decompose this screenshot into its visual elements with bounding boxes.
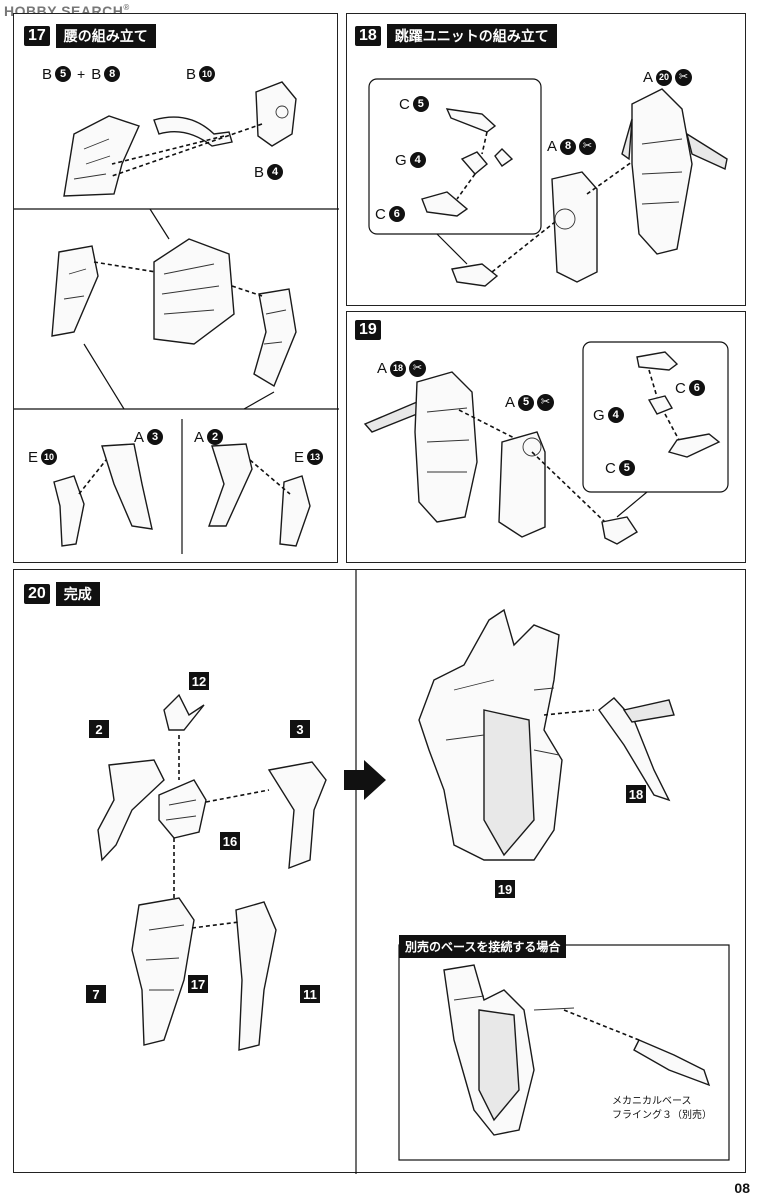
step-number: 17 xyxy=(24,26,50,46)
part-label-19: 19 xyxy=(495,880,515,898)
step20-heading: 20 完成 xyxy=(24,582,100,606)
part-label-17: 17 xyxy=(188,975,208,993)
step-number: 20 xyxy=(24,584,50,604)
part-label-11: 11 xyxy=(300,985,320,1003)
part-label-7: 7 xyxy=(86,985,106,1003)
step-number: 18 xyxy=(355,26,381,46)
step-title: 腰の組み立て xyxy=(55,24,156,48)
base-note: メカニカルベース フライング３（別売） xyxy=(612,1096,712,1121)
step-number: 19 xyxy=(355,320,381,340)
nipper-icon: ✂ xyxy=(537,394,555,411)
step19-heading: 19 xyxy=(355,320,381,340)
part-label-12: 12 xyxy=(189,672,209,690)
part-label-18: 18 xyxy=(626,785,646,803)
step17-heading: 17 腰の組み立て xyxy=(24,24,156,48)
nipper-icon: ✂ xyxy=(579,138,597,155)
step20-illustration xyxy=(97,570,730,1174)
step-title: 跳躍ユニットの組み立て xyxy=(386,24,557,48)
page-number: 08 xyxy=(734,1180,750,1196)
nipper-icon: ✂ xyxy=(409,360,427,377)
step-title: 完成 xyxy=(55,582,100,606)
step19-illustration xyxy=(363,341,729,545)
step17-illustration xyxy=(14,81,339,554)
part-label-2: 2 xyxy=(89,720,109,738)
nipper-icon: ✂ xyxy=(675,69,693,86)
base-box-title: 別売のベースを接続する場合 xyxy=(399,935,567,958)
part-label-16: 16 xyxy=(220,832,240,850)
next-arrow-icon xyxy=(344,760,386,800)
step20-panel: 20 完成 12 2 3 16 7 17 1 xyxy=(13,569,746,1174)
step18-heading: 18 跳躍ユニットの組み立て xyxy=(355,24,557,48)
step18-illustration xyxy=(368,78,728,287)
part-label-3: 3 xyxy=(290,720,310,738)
